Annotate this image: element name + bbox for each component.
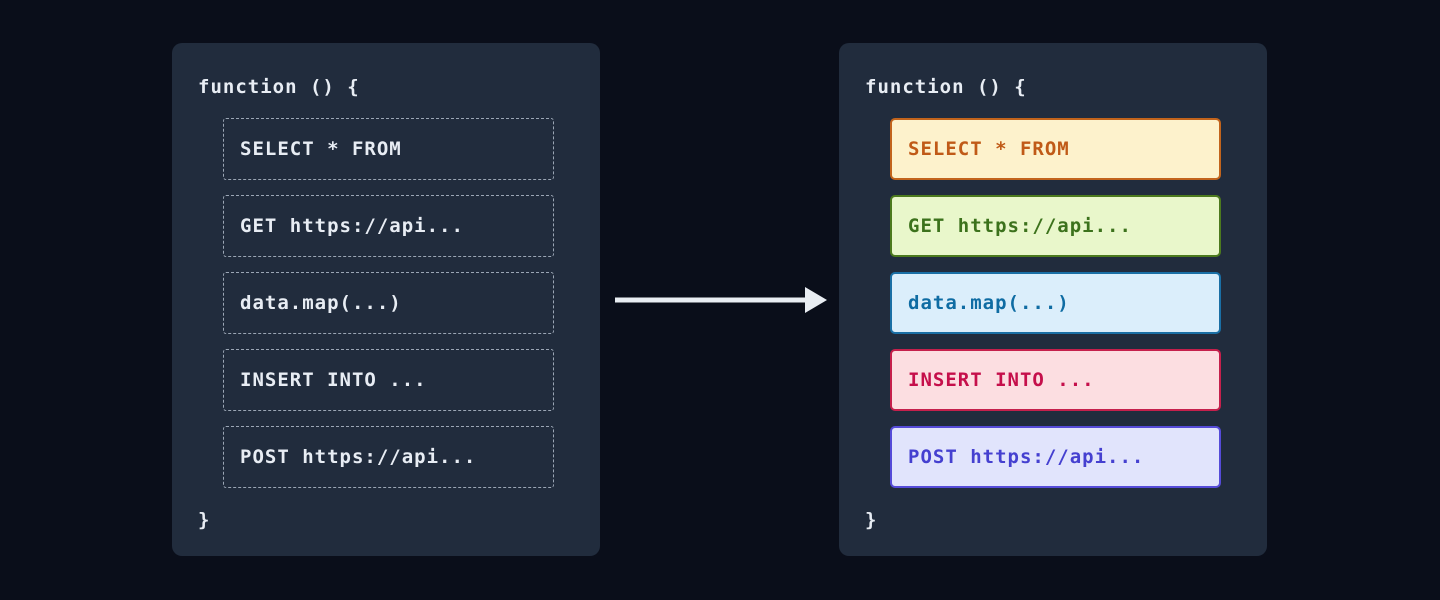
function-footer-brace: } — [198, 509, 211, 531]
function-header: function () { — [865, 76, 1027, 98]
transform-arrow-icon — [615, 287, 827, 313]
code-block-label: data.map(...) — [908, 292, 1070, 314]
code-block-select-placeholder: SELECT * FROM — [223, 118, 554, 180]
arrow-head — [805, 287, 827, 313]
code-block-get-placeholder: GET https://api... — [223, 195, 554, 257]
code-block-map-highlighted: data.map(...) — [890, 272, 1221, 334]
code-block-label: INSERT INTO ... — [240, 369, 427, 391]
function-header: function () { — [198, 76, 360, 98]
code-block-label: POST https://api... — [908, 446, 1145, 468]
code-block-insert-highlighted: INSERT INTO ... — [890, 349, 1221, 411]
code-block-label: GET https://api... — [240, 215, 464, 237]
code-block-label: POST https://api... — [240, 446, 477, 468]
right-block-list: SELECT * FROM GET https://api... data.ma… — [890, 118, 1221, 488]
code-block-map-placeholder: data.map(...) — [223, 272, 554, 334]
left-code-panel: function () { SELECT * FROM GET https://… — [172, 43, 600, 556]
code-block-select-highlighted: SELECT * FROM — [890, 118, 1221, 180]
code-block-insert-placeholder: INSERT INTO ... — [223, 349, 554, 411]
code-block-get-highlighted: GET https://api... — [890, 195, 1221, 257]
code-block-label: SELECT * FROM — [908, 138, 1070, 160]
left-block-list: SELECT * FROM GET https://api... data.ma… — [223, 118, 554, 488]
function-footer-brace: } — [865, 509, 878, 531]
code-block-post-placeholder: POST https://api... — [223, 426, 554, 488]
right-code-panel: function () { SELECT * FROM GET https://… — [839, 43, 1267, 556]
code-block-label: data.map(...) — [240, 292, 402, 314]
code-block-label: INSERT INTO ... — [908, 369, 1095, 391]
code-block-label: GET https://api... — [908, 215, 1132, 237]
code-block-label: SELECT * FROM — [240, 138, 402, 160]
code-block-post-highlighted: POST https://api... — [890, 426, 1221, 488]
